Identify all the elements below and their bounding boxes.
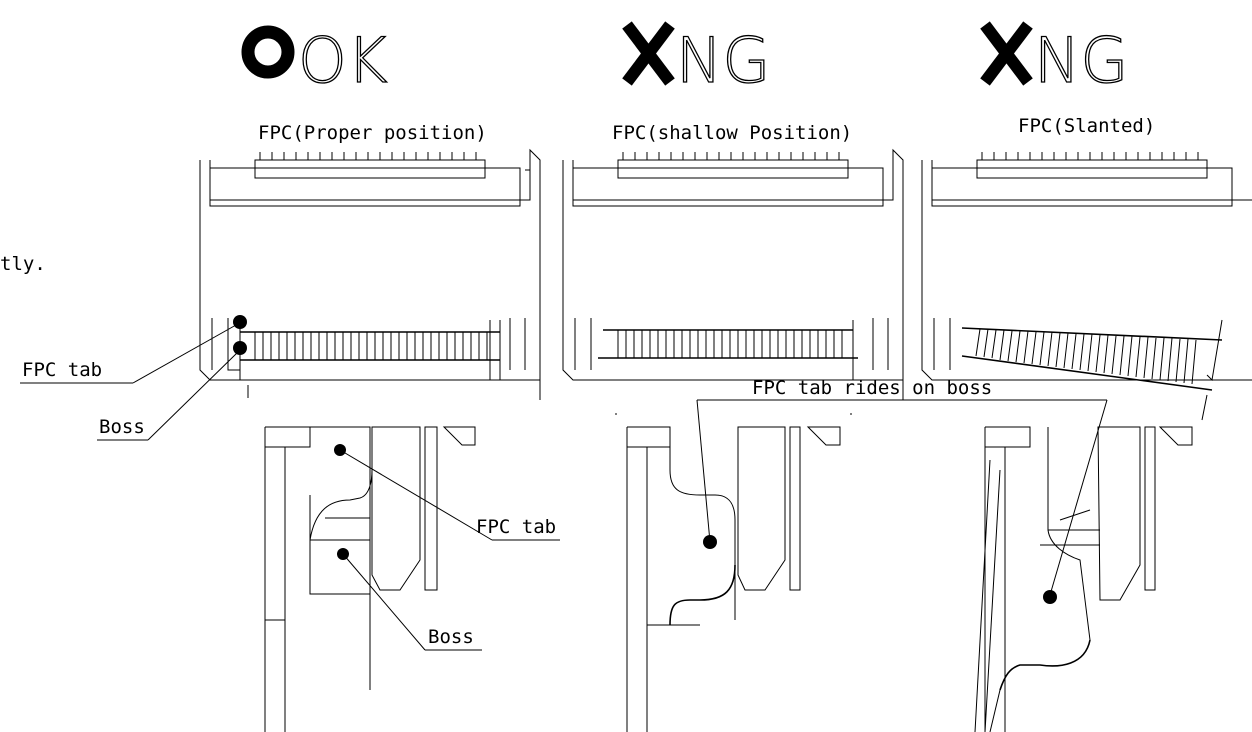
title-slanted: FPC(Slanted) (1018, 115, 1155, 137)
detail-shallow: FPC tab rides on boss (615, 377, 1108, 732)
cross-icon (980, 21, 1033, 86)
connector-top-shallow (562, 148, 904, 400)
panel-ng-shallow-header: NG FPC(shallow Position) (612, 21, 852, 144)
verdict-ng-slanted: NG (1034, 24, 1128, 97)
panel-ng-slanted-header: NG FPC(Slanted) (980, 21, 1155, 137)
verdict-ok: OK (298, 24, 387, 97)
label-detail-fpc-tab: FPC tab (476, 516, 556, 538)
detail-ok: FPC tab Boss (264, 426, 560, 732)
label-rides-on-boss: FPC tab rides on boss (752, 377, 992, 399)
left-note: tly. (0, 253, 46, 275)
panel-ok-header: OK FPC(Proper position) (241, 23, 487, 144)
label-fpc-tab: FPC tab (22, 359, 102, 381)
label-boss: Boss (99, 416, 145, 438)
circle-icon (241, 25, 295, 79)
title-shallow: FPC(shallow Position) (612, 122, 852, 144)
connector-top-slanted (921, 152, 1252, 421)
cross-icon (622, 21, 675, 86)
detail-slanted (974, 426, 1193, 732)
callout-boss: Boss (97, 351, 239, 441)
callout-fpc-tab: FPC tab (20, 324, 237, 384)
title-proper: FPC(Proper position) (258, 122, 487, 144)
verdict-ng-shallow: NG (676, 24, 770, 97)
connector-top-ok (199, 148, 541, 400)
label-detail-boss: Boss (428, 626, 474, 648)
